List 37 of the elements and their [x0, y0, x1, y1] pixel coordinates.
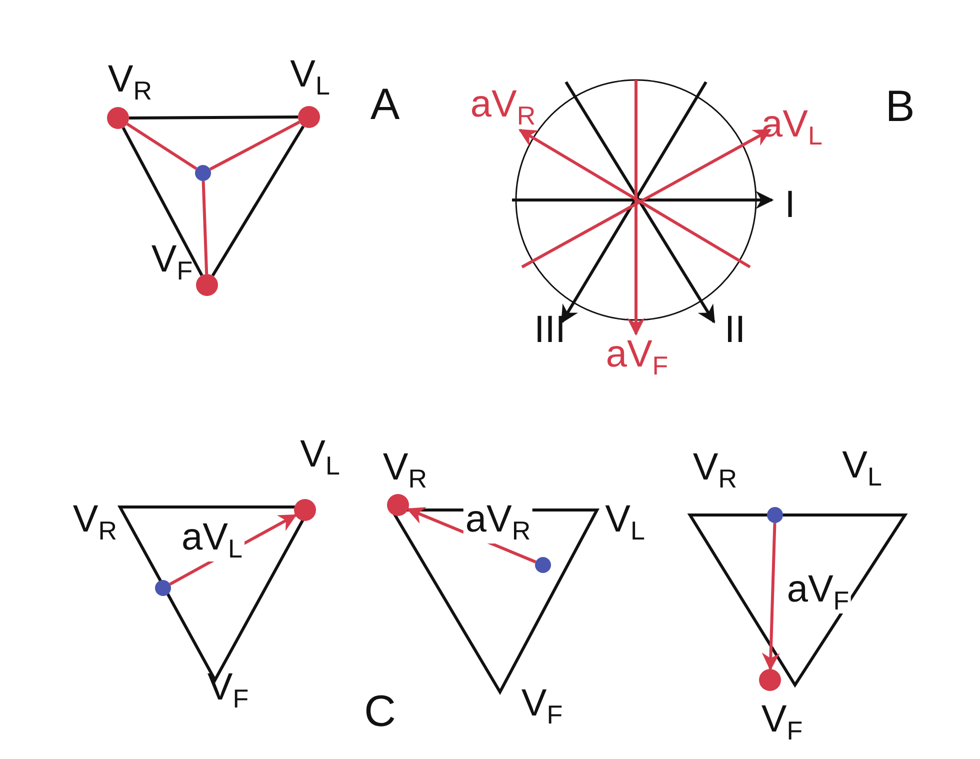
connector-line — [129, 116, 298, 120]
lead-label: V$_{R}$ — [72, 500, 118, 544]
lead-label: V$_{F}$ — [521, 684, 563, 728]
connector-line — [209, 120, 300, 171]
axis-label: I — [784, 186, 796, 224]
connector-line — [202, 180, 208, 274]
lead-label: V$_{L}$ — [290, 56, 330, 98]
connector-line — [122, 127, 204, 276]
panel-letter: C — [364, 690, 396, 734]
lead-label: V$_{L}$ — [605, 500, 645, 544]
axis-label: II — [724, 311, 746, 349]
lead-label: V$_{L}$ — [300, 436, 340, 478]
lead-label: V$_{R}$ — [108, 60, 152, 104]
lead-label: V$_{F}$ — [207, 668, 249, 712]
center-point-dot — [155, 580, 171, 596]
arrow — [762, 522, 780, 671]
electrode-dot — [107, 107, 129, 129]
connector-line — [211, 126, 305, 276]
electrode-dot — [298, 106, 320, 128]
panel-letter: B — [885, 85, 915, 129]
lead-label: V$_{F}$ — [151, 240, 193, 284]
center-point-dot — [195, 165, 211, 181]
lead-label: V$_{L}$ — [842, 446, 882, 490]
lead-label: V$_{R}$ — [382, 448, 428, 492]
lead-label: V$_{R}$ — [692, 448, 738, 492]
center-point-dot — [535, 557, 551, 573]
connector-line — [126, 122, 198, 170]
electrode-dot — [387, 494, 409, 516]
center-point-dot — [767, 507, 783, 523]
electrode-dot — [759, 669, 781, 691]
electrode-dot — [294, 499, 316, 521]
electrode-dot — [196, 274, 218, 296]
lead-label: V$_{F}$ — [761, 700, 803, 744]
lead-label: aV$_{R}$ — [470, 86, 536, 128]
lead-label: aV$_{F}$ — [606, 336, 668, 378]
axis-label: III — [534, 311, 566, 349]
panel-letter: A — [370, 83, 400, 127]
